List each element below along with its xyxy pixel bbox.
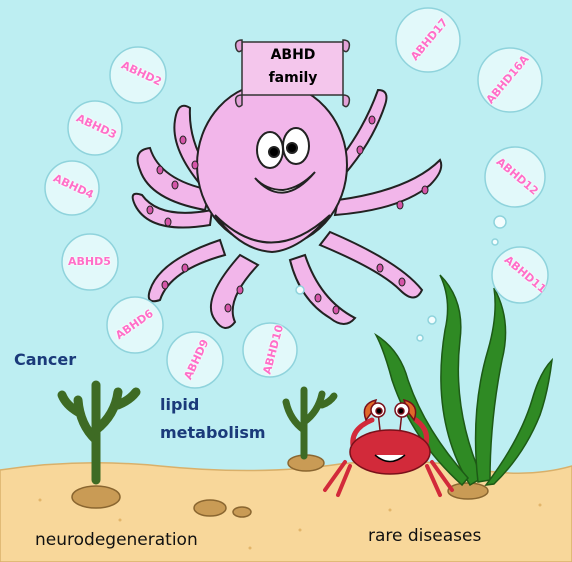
topic-lipid-line1: lipid bbox=[160, 395, 200, 414]
crab bbox=[323, 398, 454, 497]
bubble-abhd6 bbox=[106, 296, 164, 354]
banner-title-line1: ABHD bbox=[270, 47, 316, 63]
rock-small bbox=[232, 506, 252, 518]
banner bbox=[234, 39, 351, 108]
bubble-abhd11 bbox=[491, 246, 549, 304]
bubble-abhd4 bbox=[44, 160, 100, 216]
seaweed bbox=[374, 274, 554, 487]
octopus-spots bbox=[146, 115, 429, 315]
bubble-abhd16a bbox=[477, 47, 543, 113]
coral-center bbox=[282, 386, 338, 460]
topic-cancer: Cancer bbox=[14, 350, 77, 369]
topic-neurodegeneration: neurodegeneration bbox=[35, 530, 198, 550]
bubble-abhd5 bbox=[61, 233, 119, 291]
topic-rare-diseases: rare diseases bbox=[368, 526, 482, 546]
topic-lipid-line2: metabolism bbox=[160, 423, 266, 442]
bubble-abhd9 bbox=[166, 331, 224, 389]
coral-left bbox=[57, 380, 141, 485]
rock-right bbox=[447, 482, 489, 500]
bubble-abhd3 bbox=[67, 100, 123, 156]
bubble-abhd2 bbox=[109, 46, 167, 104]
bubble-abhd17 bbox=[395, 7, 461, 73]
bubble-abhd10 bbox=[242, 322, 298, 378]
octopus-face bbox=[254, 127, 316, 194]
small-bubbles bbox=[295, 215, 507, 342]
bubble-abhd12 bbox=[484, 146, 546, 208]
rock-mid bbox=[193, 499, 227, 517]
bubble-label-abhd5: ABHD5 bbox=[68, 255, 111, 268]
sand-floor bbox=[0, 460, 572, 562]
banner-title-line2: family bbox=[268, 70, 318, 86]
bubbles bbox=[44, 7, 549, 389]
rock-left bbox=[71, 485, 121, 509]
